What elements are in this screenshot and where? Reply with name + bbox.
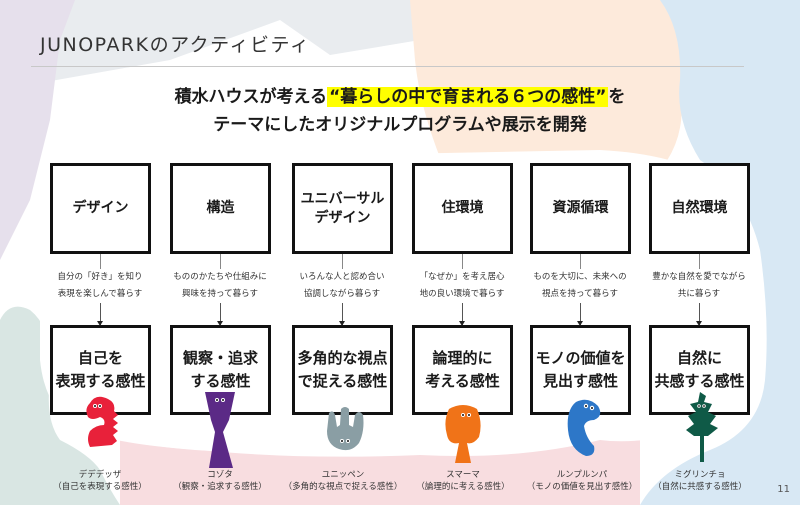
theme-box: 資源循環 — [530, 163, 631, 254]
column-resource-circulation: 資源循環 ものを大切に、未来への 視点を持って暮らす モノの価値を 見出す感性 — [530, 163, 631, 415]
character-label: ミグリンチョ（自然に共感する感性） — [653, 470, 747, 492]
connector-line — [220, 254, 221, 269]
theme-box: 自然環境 — [649, 163, 750, 254]
arrow-down-icon — [97, 303, 103, 326]
column-living-environment: 住環境 「なぜか」を考え居心 地の良い環境で暮らす 論理的に 考える感性 — [412, 163, 513, 415]
character-label: ルンプルンパ（モノの価値を見出す感性） — [526, 470, 638, 492]
theme-box: デザイン — [50, 163, 151, 254]
arrow-down-icon — [339, 303, 345, 326]
title-divider — [31, 66, 744, 67]
character-label: デデデッザ（自己を表現する感性） — [53, 470, 147, 492]
column-design: デザイン 自分の「好き」を知り 表現を楽しんで暮らす 自己を 表現する感性 — [50, 163, 151, 415]
character-label: コゾタ（観察・追求する感性） — [173, 470, 267, 492]
page-title: JUNOPARKのアクティビティ — [40, 34, 311, 56]
column-universal-design: ユニバーサル デザイン いろんな人と認め合い 協調しながら暮らす 多角的な視点 … — [292, 163, 393, 415]
headline-prefix: 積水ハウスが考える — [174, 87, 328, 107]
theme-description: 自分の「好き」を知り 表現を楽しんで暮らす — [57, 272, 143, 299]
character-unippen-icon — [327, 407, 364, 451]
connector-line — [342, 254, 343, 269]
theme-description: 豊かな自然を愛でながら 共に暮らす — [652, 272, 746, 299]
theme-box: 住環境 — [412, 163, 513, 254]
sensibility-box: 論理的に 考える感性 — [412, 325, 513, 415]
character-label: ユニッペン（多角的な視点で捉える感性） — [283, 470, 403, 492]
character-label: スマーマ（論理的に考える感性） — [416, 470, 510, 492]
arrow-down-icon — [459, 303, 465, 326]
page-number: 11 — [777, 484, 790, 495]
connector-line — [699, 254, 700, 269]
character-sumaama-icon — [445, 405, 481, 463]
character-kozota-icon — [205, 392, 235, 468]
headline-suffix: を — [608, 87, 626, 107]
character-migurincho-icon — [686, 392, 718, 462]
theme-description: いろんな人と認め合い 協調しながら暮らす — [299, 272, 385, 299]
connector-line — [100, 254, 101, 269]
theme-description: 「なぜか」を考え居心 地の良い環境で暮らす — [419, 272, 505, 299]
arrow-down-icon — [577, 303, 583, 326]
headline-line-2: テーマにしたオリジナルプログラムや展示を開発 — [213, 115, 587, 135]
theme-box: 構造 — [170, 163, 271, 254]
sensibility-box: 多角的な視点 で捉える感性 — [292, 325, 393, 415]
character-dededezza-icon — [86, 396, 118, 447]
character-runpurunpa-icon — [567, 399, 601, 456]
arrow-down-icon — [217, 303, 223, 326]
connector-line — [580, 254, 581, 269]
theme-description: もののかたちや仕組みに 興味を持って暮らす — [173, 272, 267, 299]
column-natural-environment: 自然環境 豊かな自然を愛でながら 共に暮らす 自然に 共感する感性 — [649, 163, 750, 415]
theme-description: ものを大切に、未来への 視点を持って暮らす — [533, 272, 627, 299]
connector-line — [462, 254, 463, 269]
theme-box: ユニバーサル デザイン — [292, 163, 393, 254]
arrow-down-icon — [696, 303, 702, 326]
headline-highlight: “暮らしの中で育まれる６つの感性” — [327, 87, 609, 107]
column-structure: 構造 もののかたちや仕組みに 興味を持って暮らす 観察・追求 する感性 — [170, 163, 271, 415]
headline-line-1: 積水ハウスが考える“暮らしの中で育まれる６つの感性”を — [0, 82, 800, 107]
